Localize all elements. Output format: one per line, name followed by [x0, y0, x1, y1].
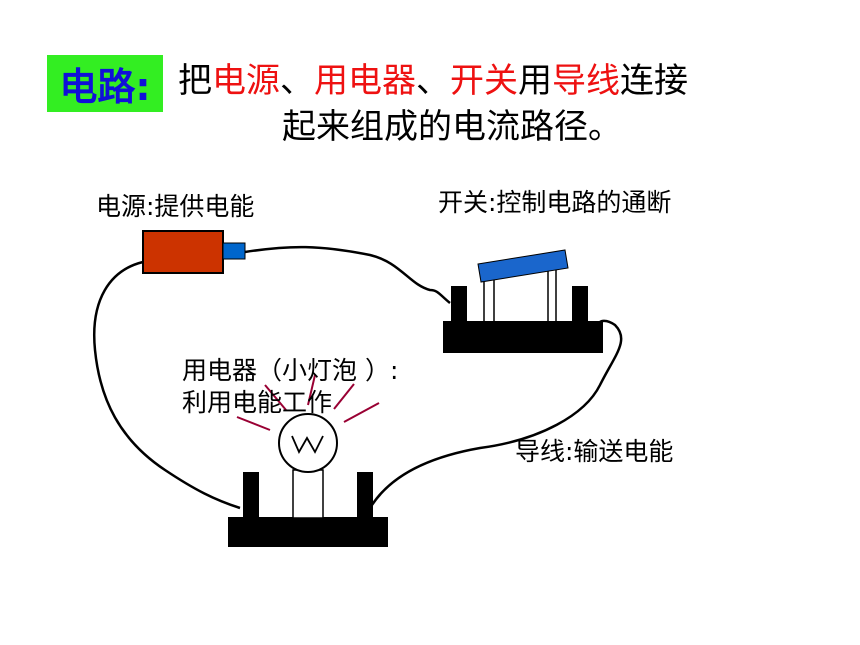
wire-label: 导线:输送电能 [515, 437, 674, 466]
definition-segment: 、 [416, 61, 450, 101]
load-label-line-1: 用电器（小灯泡 ）: [182, 356, 399, 385]
definition-segment: 连接 [620, 61, 688, 101]
wire-loop [92, 245, 623, 510]
definition-line-1: 把电源、用电器、开关用导线连接 [178, 61, 688, 101]
definition-segment: 把 [178, 61, 212, 101]
battery-icon [142, 230, 246, 274]
circuit-term-badge: 电路: [47, 55, 163, 112]
load-label: 用电器（小灯泡 ）: 利用电能工作 [182, 355, 398, 419]
definition-segment: 、 [280, 61, 314, 101]
bulb-icon [228, 374, 388, 547]
definition-segment: 电源 [212, 61, 280, 101]
bulb-light-rays [236, 374, 380, 431]
definition-line-2: 起来组成的电流路径。 [282, 107, 622, 147]
power-source-label: 电源:提供电能 [96, 192, 255, 221]
circuit-definition: 把电源、用电器、开关用导线连接 起来组成的电流路径。 [178, 58, 818, 150]
definition-segment: 用电器 [314, 61, 416, 101]
load-label-line-2: 利用电能工作 [182, 388, 333, 417]
definition-segment: 导线 [552, 61, 620, 101]
switch-label: 开关:控制电路的通断 [438, 188, 672, 217]
switch-icon [443, 249, 603, 353]
definition-segment: 用 [518, 61, 552, 101]
definition-segment: 开关 [450, 61, 518, 101]
